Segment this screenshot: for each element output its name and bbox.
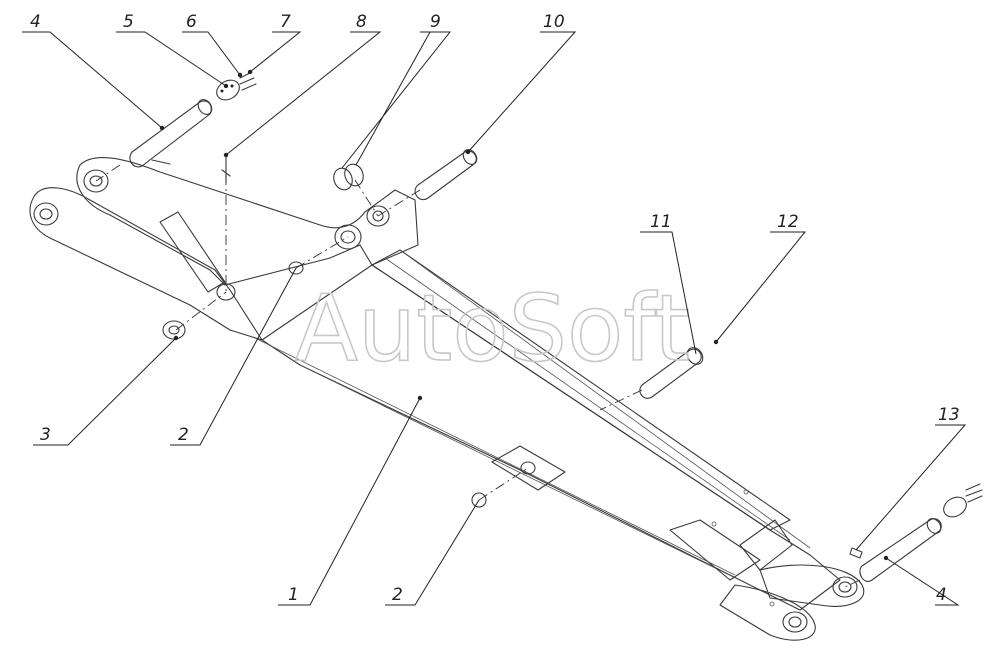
bolts-upper [239,71,257,91]
callout-3: 3 [40,425,51,445]
washer-plate-tip [943,483,983,518]
callout-6: 6 [186,12,197,32]
snap-rings-single [162,261,487,508]
pin-middle [414,149,478,201]
callout-2-lower: 2 [392,585,403,605]
callout-9: 9 [430,12,441,32]
watermark-text: AutoSoft [295,275,690,382]
boom-arm [29,156,865,641]
callout-11: 11 [650,212,672,232]
callout-12: 12 [777,212,799,232]
callout-4-upper: 4 [30,12,41,32]
callout-13: 13 [938,405,960,425]
callout-2-upper: 2 [178,425,189,445]
callout-4-lower: 4 [936,585,947,605]
callout-5: 5 [123,12,134,32]
callout-1: 1 [288,585,299,605]
callout-8: 8 [356,12,367,32]
callout-10: 10 [543,12,565,32]
callouts: 1 2 2 3 4 4 5 6 7 8 [22,12,967,606]
center-lines [95,155,861,588]
grease-nipple [849,547,863,559]
snap-ring-pair [333,163,364,191]
callout-7: 7 [280,12,291,32]
washer-plate-upper [216,79,240,101]
pin-upper-left [129,99,213,168]
pin-tip [859,518,942,582]
